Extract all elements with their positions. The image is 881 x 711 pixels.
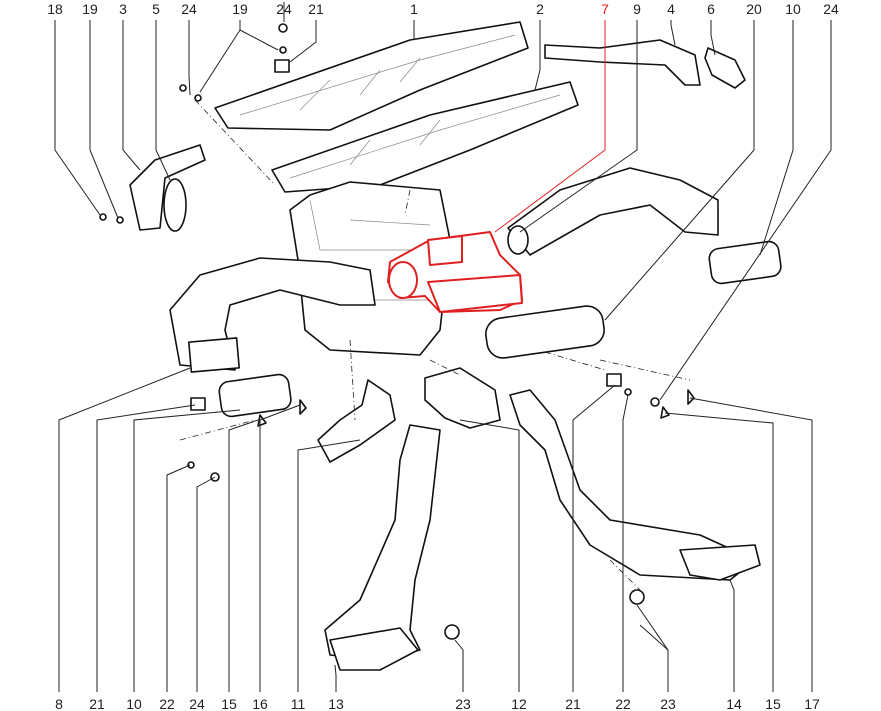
callout-18[interactable]: 18 xyxy=(47,1,63,17)
callout-17[interactable]: 17 xyxy=(804,696,820,711)
leader-line xyxy=(289,20,317,63)
nut-23-right xyxy=(629,589,645,605)
part-9-side-duct[interactable] xyxy=(507,167,719,256)
callout-23[interactable]: 23 xyxy=(455,696,471,711)
callout-21[interactable]: 21 xyxy=(565,696,581,711)
callout-22[interactable]: 22 xyxy=(159,696,175,711)
leader-line xyxy=(166,464,191,692)
leader-line xyxy=(96,404,196,692)
part-6-side-grille[interactable] xyxy=(704,47,746,89)
callout-24[interactable]: 24 xyxy=(823,1,839,17)
callout-11[interactable]: 11 xyxy=(291,696,306,711)
part-5-vent-grille[interactable] xyxy=(163,178,187,232)
leader-line xyxy=(729,579,735,692)
leader-line xyxy=(519,20,638,233)
callout-16[interactable]: 16 xyxy=(252,696,268,711)
callout-21[interactable]: 21 xyxy=(308,1,324,17)
leader-line xyxy=(459,419,520,692)
callout-3[interactable]: 3 xyxy=(119,1,127,17)
part-11-outlet[interactable] xyxy=(317,379,396,463)
callout-14[interactable]: 14 xyxy=(726,696,742,711)
part-4-side-vent-duct[interactable] xyxy=(544,39,701,86)
part-10-vent-left[interactable] xyxy=(218,373,292,418)
heater-box[interactable] xyxy=(289,181,451,356)
leader-line xyxy=(710,20,716,56)
part-10-vent-right[interactable] xyxy=(708,240,782,285)
leader-line xyxy=(534,20,541,91)
nut-23-left xyxy=(444,624,460,640)
leader-line xyxy=(54,20,101,216)
leader-line xyxy=(689,397,813,692)
callout-5[interactable]: 5 xyxy=(152,1,160,17)
callout-20[interactable]: 20 xyxy=(746,1,762,17)
callout-24[interactable]: 24 xyxy=(276,1,292,17)
callout-8[interactable]: 8 xyxy=(55,696,63,711)
part-2-lower-duct[interactable] xyxy=(271,81,579,193)
leader-line xyxy=(89,20,119,219)
leader-line xyxy=(572,384,616,692)
callout-10[interactable]: 10 xyxy=(126,696,142,711)
callout-23[interactable]: 23 xyxy=(660,696,676,711)
leader-line xyxy=(259,404,301,692)
leader-line xyxy=(494,20,606,233)
leader-line xyxy=(664,412,774,692)
callout-15[interactable]: 15 xyxy=(765,696,781,711)
callout-19[interactable]: 19 xyxy=(232,1,248,17)
leader-line xyxy=(297,439,361,692)
leader-line xyxy=(199,29,241,93)
callout-22[interactable]: 22 xyxy=(615,696,631,711)
leader-lines xyxy=(54,2,832,692)
leader-line xyxy=(622,394,629,692)
callout-1[interactable]: 1 xyxy=(410,1,418,17)
callout-24[interactable]: 24 xyxy=(189,696,205,711)
callout-2[interactable]: 2 xyxy=(536,1,544,17)
callout-12[interactable]: 12 xyxy=(511,696,527,711)
leader-line xyxy=(196,476,216,692)
leader-line xyxy=(239,29,279,51)
callout-19[interactable]: 19 xyxy=(82,1,98,17)
part-13-floor-duct-left[interactable] xyxy=(324,424,441,661)
leader-line xyxy=(133,409,241,692)
part-1-upper-duct[interactable] xyxy=(214,21,529,131)
callout-4[interactable]: 4 xyxy=(667,1,675,17)
callout-10[interactable]: 10 xyxy=(785,1,801,17)
leader-line xyxy=(58,367,191,692)
callout-24[interactable]: 24 xyxy=(181,1,197,17)
leader-line xyxy=(659,20,832,401)
leader-line xyxy=(228,419,259,692)
leader-line xyxy=(639,624,669,651)
leader-line xyxy=(454,639,464,692)
part-7-center-duct[interactable] xyxy=(387,231,523,313)
part-3-vent-duct[interactable] xyxy=(129,144,206,231)
part-20-center-vent[interactable] xyxy=(484,304,606,360)
callout-15[interactable]: 15 xyxy=(221,696,237,711)
leader-line xyxy=(122,20,141,171)
leader-line xyxy=(759,20,794,256)
callout-6[interactable]: 6 xyxy=(707,1,715,17)
leader-line xyxy=(604,20,755,321)
callout-13[interactable]: 13 xyxy=(328,696,344,711)
part-12-junction[interactable] xyxy=(424,367,501,429)
leader-line xyxy=(188,20,191,96)
callout-21[interactable]: 21 xyxy=(89,696,105,711)
leader-line xyxy=(670,20,676,46)
callout-7[interactable]: 7 xyxy=(601,1,609,17)
leader-line xyxy=(155,20,171,181)
callout-9[interactable]: 9 xyxy=(633,1,641,17)
leader-line xyxy=(334,664,337,692)
leader-line xyxy=(636,604,669,692)
parts-group xyxy=(99,21,782,671)
